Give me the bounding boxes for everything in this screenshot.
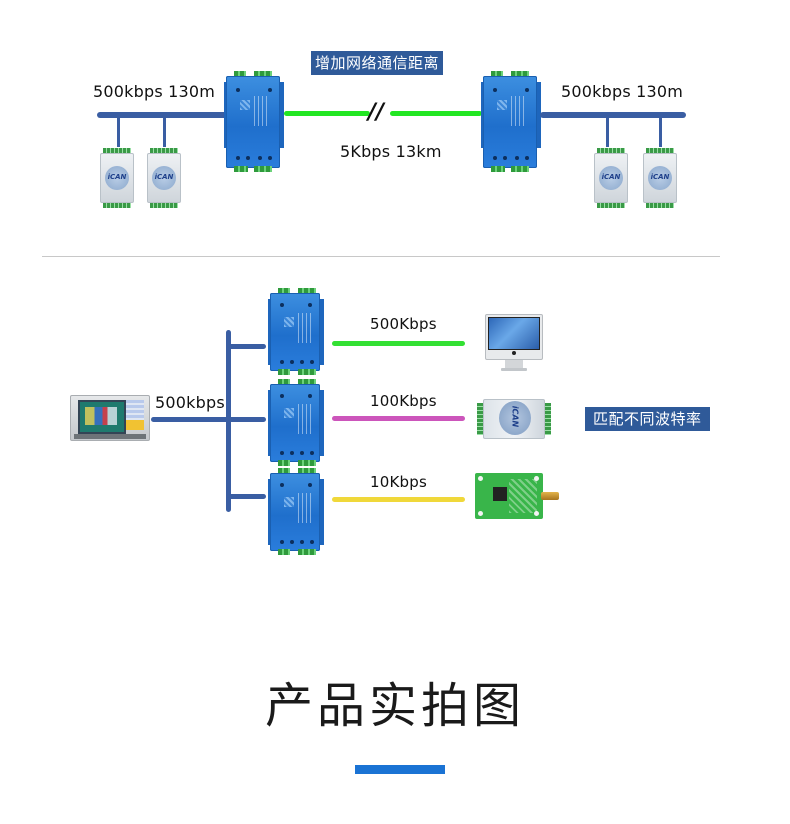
ican-module-left-2: iCAN: [147, 148, 181, 208]
section-heading: 产品实拍图: [264, 678, 525, 734]
ican-module-endpoint: iCAN: [477, 397, 551, 441]
ican-module-right-2: iCAN: [643, 148, 677, 208]
ican-module-right-1: iCAN: [594, 148, 628, 208]
left-bus-label: 500kbps 130m: [93, 82, 216, 101]
right-can-bus: [540, 112, 686, 118]
long-link-label: 5Kbps 13km: [340, 142, 442, 161]
link-break-icon: //: [368, 100, 385, 125]
branch-stub-3: [228, 494, 266, 499]
imac-computer-icon: [485, 314, 545, 372]
branch-stub-2: [228, 417, 266, 422]
long-distance-link: [390, 111, 482, 116]
ican-module-left-1: iCAN: [100, 148, 134, 208]
section-divider: [42, 256, 720, 257]
right-bus-label: 500kbps 130m: [561, 82, 684, 101]
left-can-bus: [97, 112, 227, 118]
branch-link-2: [332, 416, 465, 421]
can-repeater-right: [481, 68, 541, 172]
branch-link-3: [332, 497, 465, 502]
right-drop-1: [606, 115, 609, 147]
extend-distance-callout: 增加网络通信距离: [311, 51, 444, 75]
left-drop-1: [117, 115, 120, 147]
branch-rate-1: 500Kbps: [370, 315, 437, 333]
left-drop-2: [163, 115, 166, 147]
branch-stub-1: [228, 344, 266, 349]
wireless-board-icon: [475, 473, 561, 519]
host-bus: [151, 417, 231, 422]
converter-branch-3: [268, 465, 324, 555]
heading-accent-bar: [355, 765, 445, 774]
host-bus-label: 500kbps: [155, 393, 225, 412]
branch-rate-3: 10Kbps: [370, 473, 427, 491]
branch-rate-2: 100Kbps: [370, 392, 437, 410]
match-baudrate-callout: 匹配不同波特率: [585, 407, 710, 431]
branch-link-1: [332, 341, 465, 346]
can-repeater-left: [224, 68, 284, 172]
right-drop-2: [659, 115, 662, 147]
long-distance-link: [284, 111, 370, 116]
converter-branch-2: [268, 376, 324, 466]
converter-branch-1: [268, 285, 324, 375]
hmi-panel-icon: [70, 395, 150, 441]
